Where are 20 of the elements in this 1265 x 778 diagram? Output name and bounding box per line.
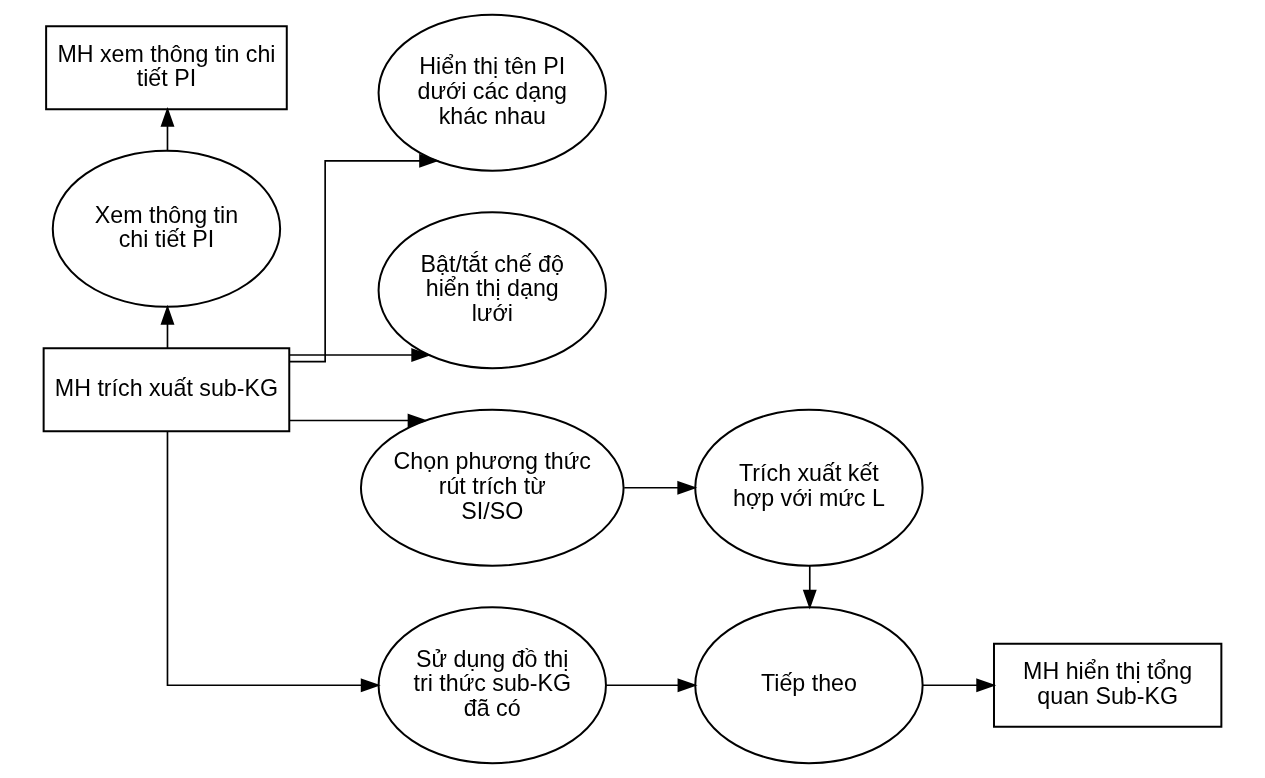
arrow — [802, 564, 817, 610]
node-ellipse: Bật/tắt chế độ hiển thị dạng lưới — [377, 211, 607, 370]
arrow — [921, 678, 997, 693]
node-box: MH xem thông tin chi tiết PI — [45, 25, 288, 111]
node-ellipse: Trích xuất kết hợp với mức L — [694, 408, 924, 567]
node-ellipse: Tiếp theo — [694, 606, 924, 765]
node-ellipse: Chọn phương thức rút trích từ SI/SO — [359, 408, 625, 567]
arrow — [289, 153, 440, 363]
arrow — [605, 678, 698, 693]
node-ellipse: Sử dụng đồ thị tri thức sub-KG đã có — [377, 606, 607, 765]
arrow — [160, 304, 175, 349]
node-box: MH trích xuất sub-KG — [42, 347, 291, 433]
node-box: MH hiển thị tổng quan Sub-KG — [993, 642, 1223, 728]
node-ellipse: Hiển thị tên PI dưới các dạng khác nhau — [377, 13, 607, 172]
arrow — [288, 413, 428, 428]
arrow — [160, 106, 175, 152]
node-ellipse: Xem thông tin chi tiết PI — [51, 149, 282, 308]
arrow — [623, 480, 698, 495]
arrow — [166, 430, 381, 693]
arrow — [288, 348, 432, 362]
